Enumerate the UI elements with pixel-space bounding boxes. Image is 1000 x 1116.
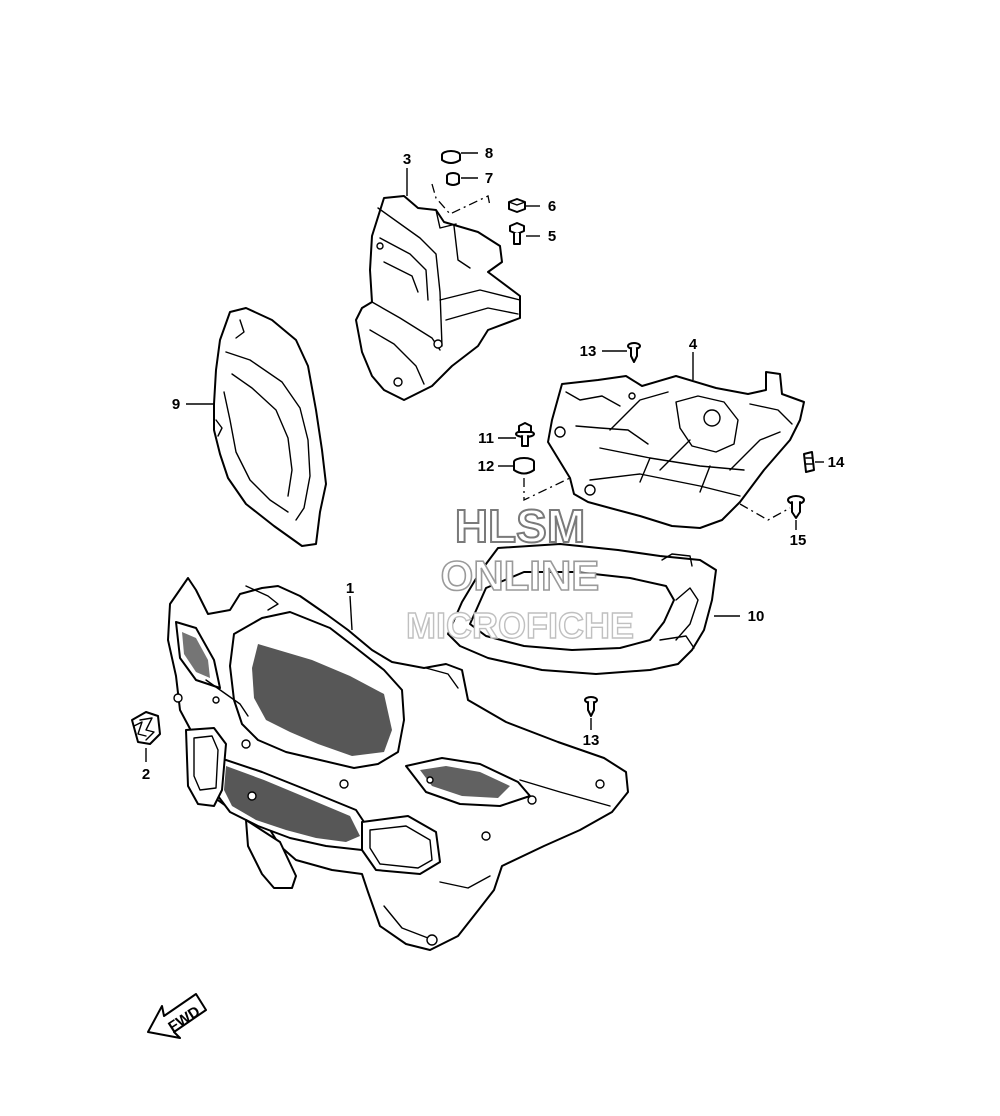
fwd-arrow-icon: FWD [147, 993, 207, 1039]
callout-15: 15 [790, 532, 807, 549]
callout-2: 2 [142, 766, 150, 783]
part-1-front-fascia [167, 577, 629, 951]
part-14-clip [803, 451, 815, 473]
part-3-housing-bracket [355, 195, 521, 401]
callout-7: 7 [485, 170, 493, 187]
watermark-line-3: MICROFICHE [406, 605, 634, 646]
part-9-headlight-frame [213, 307, 327, 547]
part-2-emblem [131, 711, 161, 745]
watermark-line-1: HLSM [455, 500, 585, 552]
part-6-nut [508, 198, 526, 213]
callout-4: 4 [689, 336, 698, 353]
callout-11: 11 [478, 430, 494, 447]
watermark-line-2: ONLINE [441, 552, 600, 599]
callout-5: 5 [548, 228, 556, 245]
callout-8: 8 [485, 145, 493, 162]
part-7-collar [446, 172, 460, 186]
callout-9: 9 [172, 396, 180, 413]
part-12-grommet [513, 457, 535, 475]
leader-1 [349, 595, 353, 631]
part-8-grommet [441, 150, 461, 164]
part-11-bolt [515, 422, 535, 447]
assembly-line-15 [739, 503, 791, 521]
callout-1: 1 [346, 580, 354, 597]
part-4-lower-bracket [547, 371, 805, 529]
callout-12: 12 [478, 458, 495, 475]
part-5-bolt [509, 222, 525, 245]
callout-13-upper: 13 [580, 343, 597, 360]
part-15-rivet [787, 495, 805, 519]
assembly-line-3-upper [431, 183, 491, 215]
callout-6: 6 [548, 198, 556, 215]
callout-13-lower: 13 [583, 732, 600, 749]
callout-10: 10 [748, 608, 765, 625]
part-10-lamp-bezel [447, 543, 717, 675]
assembly-line-12 [523, 477, 571, 502]
callout-14: 14 [828, 454, 845, 471]
watermark: HLSM ONLINE MICROFICHE [405, 499, 634, 647]
part-13-screw-upper [627, 342, 641, 363]
part-13-screw-lower [584, 696, 598, 717]
callout-3: 3 [403, 151, 411, 168]
